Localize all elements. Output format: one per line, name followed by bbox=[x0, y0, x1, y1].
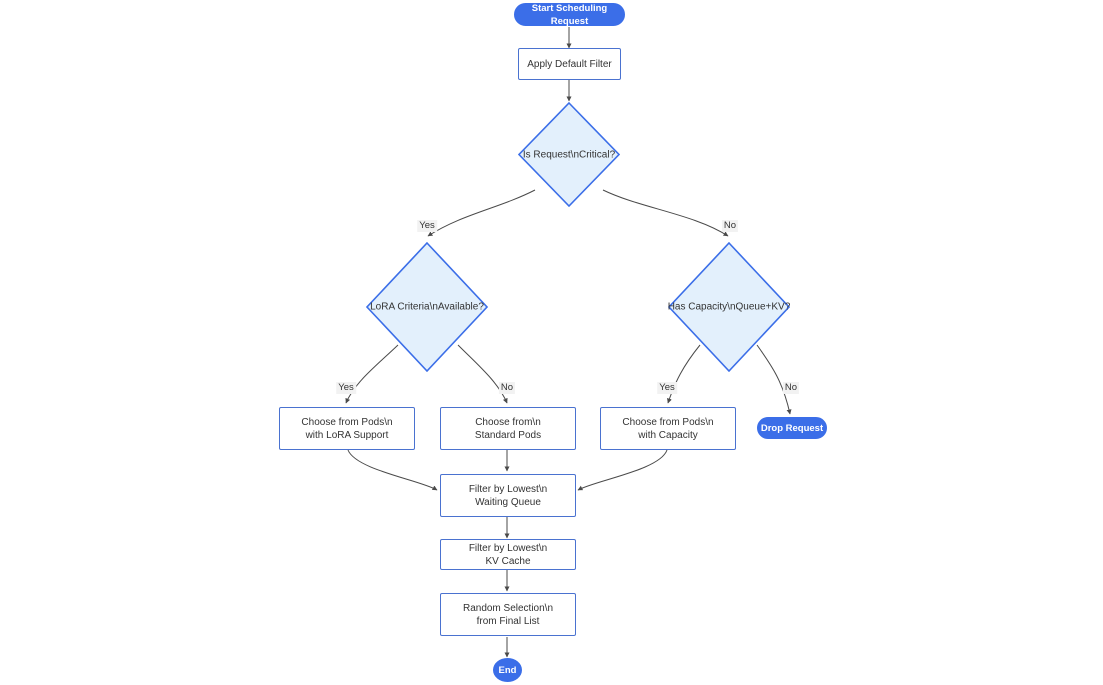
node-has-capacity[interactable]: Has Capacity\nQueue+KV? bbox=[668, 242, 790, 372]
edge-critical-capacity bbox=[602, 189, 729, 237]
edge-label-lora-yes: Yes bbox=[336, 382, 356, 394]
edge-podslora-filterqueue bbox=[347, 449, 438, 491]
node-apply-default-filter[interactable]: Apply Default Filter bbox=[518, 48, 621, 80]
edge-label-capacity-yes: Yes bbox=[657, 382, 677, 394]
edge-label-lora-no: No bbox=[498, 382, 516, 394]
diamond-shape bbox=[366, 242, 488, 372]
diamond-shape bbox=[668, 242, 790, 372]
node-apply-default-filter-label: Apply Default Filter bbox=[527, 58, 612, 70]
node-has-capacity-label: Has Capacity\nQueue+KV? bbox=[667, 301, 791, 313]
node-drop-request-label: Drop Request bbox=[760, 422, 824, 434]
node-start[interactable]: Start Scheduling Request bbox=[514, 2, 625, 27]
edge-lora-podsstandard bbox=[457, 344, 508, 404]
node-start-label: Start Scheduling Request bbox=[531, 2, 608, 27]
node-is-request-critical-label: Is Request\nCritical? bbox=[522, 149, 616, 160]
edge-label-capacity-no: No bbox=[782, 382, 800, 394]
edge-capacity-podscapacity bbox=[667, 344, 701, 404]
node-lora-criteria-available-label: LoRA Criteria\nAvailable? bbox=[370, 301, 484, 313]
node-is-request-critical[interactable]: Is Request\nCritical? bbox=[518, 102, 620, 207]
edge-capacity-drop bbox=[756, 344, 792, 415]
node-end-label: End bbox=[498, 664, 517, 676]
edge-label-critical-no: No bbox=[721, 220, 739, 232]
edge-critical-lora bbox=[427, 189, 536, 237]
diamond-shape bbox=[518, 102, 620, 207]
node-end[interactable]: End bbox=[493, 658, 522, 682]
edge-lora-podslora bbox=[345, 344, 399, 404]
node-drop-request[interactable]: Drop Request bbox=[757, 417, 827, 439]
node-lora-criteria-available[interactable]: LoRA Criteria\nAvailable? bbox=[366, 242, 488, 372]
edge-podscapacity-filterqueue bbox=[577, 449, 668, 491]
edge-label-critical-yes: Yes bbox=[417, 220, 437, 232]
